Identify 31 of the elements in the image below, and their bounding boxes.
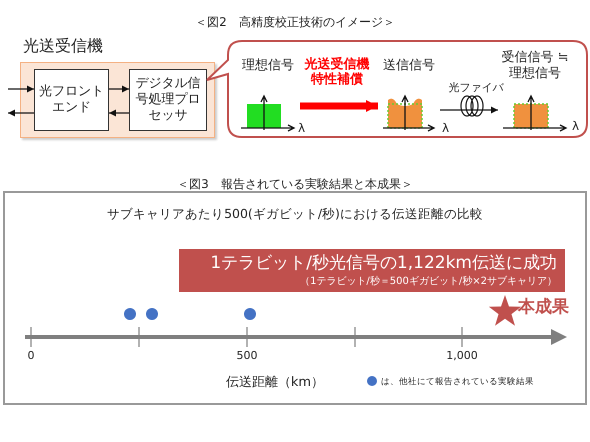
legend-text: は、他社にて報告されている実験結果 (381, 376, 534, 388)
arrow (440, 106, 498, 114)
tick-label: 0 (26, 349, 36, 362)
block-heading: 光送受信機 (23, 36, 103, 57)
node-label: 理想信号 (241, 58, 295, 74)
figure-caption: ＜図3 報告されている実験結果と本成果＞ (176, 176, 414, 193)
tick-label: 1,000 (445, 349, 479, 362)
axis-label: λ (442, 121, 450, 135)
arrow (109, 110, 129, 116)
arrow (109, 86, 129, 92)
process-box (129, 69, 207, 131)
chart-title: サブキャリアあたり500(ギガビット/秒)における伝送距離の比較 (106, 206, 484, 223)
process-box (34, 69, 109, 131)
node-label: 光フロントエンド (39, 84, 104, 116)
axis-label: λ (572, 119, 580, 133)
axis-title: 伝送距離（km） (224, 374, 326, 391)
edge-label: 光送受信機特性補償 (304, 58, 370, 88)
banner-text: （1テラビット/秒＝500ギガビット/秒×2サブキャリア） (299, 275, 557, 288)
arrow (8, 86, 34, 92)
node-label: 送信信号 (382, 58, 436, 74)
node-label: 受信信号 ≒ 理想信号 (500, 50, 570, 82)
banner-text: 1テラビット/秒光信号の1,122km伝送に成功 (209, 252, 557, 275)
callout-bubble (206, 40, 588, 138)
block-arrow (300, 100, 378, 112)
edge-label: 光ファイバ (448, 82, 504, 95)
arrow (8, 110, 34, 116)
series-label: 本成果 (518, 296, 570, 318)
node-label: デジタル信号処理プロセッサ (134, 76, 202, 124)
axis-label: λ (298, 121, 306, 135)
figure-caption: ＜図2 高精度校正技術のイメージ＞ (194, 14, 396, 31)
tick-label: 500 (236, 349, 258, 362)
